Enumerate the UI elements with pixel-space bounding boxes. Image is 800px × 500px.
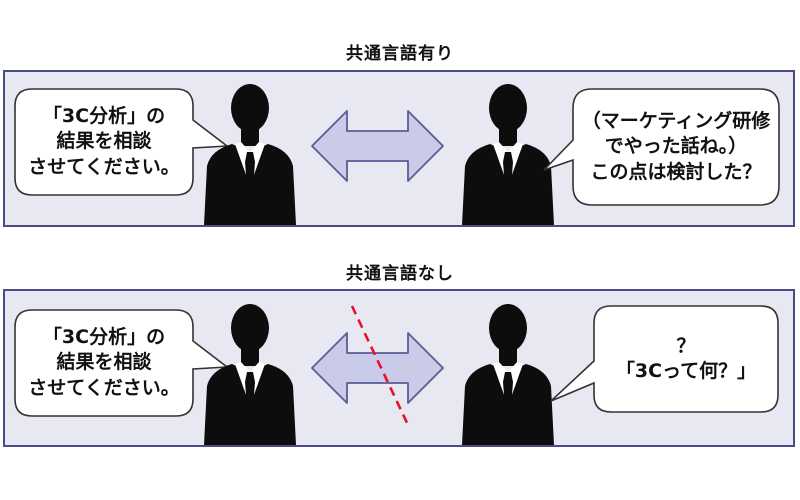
top-right-speech-text: （マーケティング研修 でやった話ね。） この点は検討した？: [581, 110, 771, 183]
top-right-speech-bubble: （マーケティング研修 でやった話ね。） この点は検討した？: [543, 88, 780, 206]
bottom-left-speech-text: 「3C分析」の 結果を相談 させてください。: [28, 326, 180, 399]
top-left-speech-text: 「3C分析」の 結果を相談 させてください。: [28, 105, 180, 178]
businessman-silhouette-icon: [462, 304, 554, 445]
double-headed-arrow-icon: [311, 332, 444, 404]
bottom-right-speech-text: ？ 「3Cって何？」: [615, 334, 757, 382]
bottom-left-speech-bubble: 「3C分析」の 結果を相談 させてください。: [14, 309, 230, 417]
businessman-silhouette-icon: [204, 84, 296, 225]
businessman-silhouette-icon: [204, 304, 296, 445]
businessman-silhouette-icon: [462, 84, 554, 225]
top-panel: 「3C分析」の 結果を相談 させてください。 （マーケティング研修 でやった話ね…: [3, 70, 795, 227]
bottom-section-title: 共通言語なし: [346, 264, 454, 284]
bottom-panel: 「3C分析」の 結果を相談 させてください。 ？ 「3Cって何？」: [3, 289, 795, 447]
bottom-right-speech-bubble: ？ 「3Cって何？」: [550, 305, 779, 413]
double-headed-arrow-icon: [311, 110, 444, 182]
top-left-speech-bubble: 「3C分析」の 結果を相談 させてください。: [14, 88, 230, 196]
top-section-title: 共通言語有り: [346, 44, 454, 64]
red-dashed-line-icon: [350, 305, 410, 426]
